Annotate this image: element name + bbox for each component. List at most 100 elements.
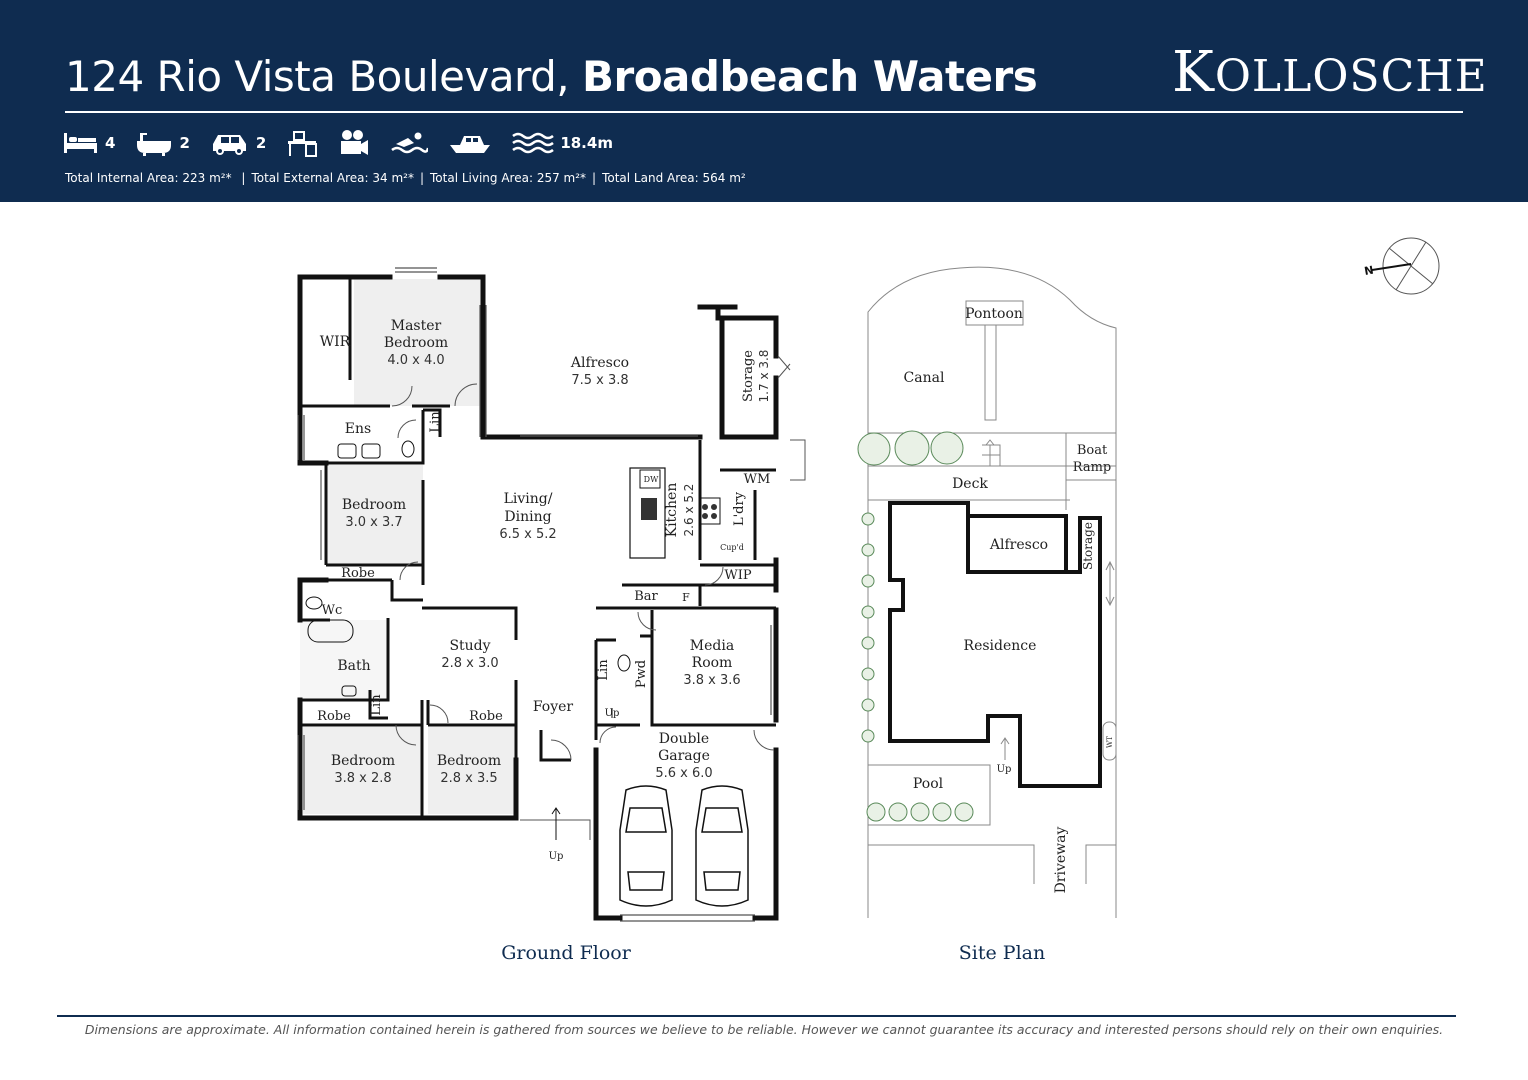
label-kitchen: Kitchen bbox=[664, 483, 680, 538]
label-up-2: Up bbox=[549, 851, 564, 862]
water-frontage: 18.4m bbox=[560, 134, 613, 152]
bed-icon bbox=[64, 133, 97, 153]
label-pool: Pool bbox=[913, 776, 944, 792]
label-boat-1: Boat bbox=[1077, 443, 1108, 458]
cars-count: 2 bbox=[255, 134, 267, 152]
label-residence: Residence bbox=[964, 638, 1037, 654]
external-area: Total External Area: 34 m²* bbox=[251, 171, 414, 185]
swimmer-icon bbox=[391, 132, 429, 154]
label-site-up: Up bbox=[997, 764, 1012, 775]
label-wm: WM bbox=[744, 472, 771, 487]
label-cupd: Cup'd bbox=[720, 543, 744, 552]
label-lin-1: Lin bbox=[428, 411, 443, 433]
bathrooms-count: 2 bbox=[179, 134, 190, 152]
label-garage-1: Double bbox=[659, 731, 709, 747]
site-plan-trees bbox=[857, 430, 974, 822]
label-master-1: Master bbox=[391, 318, 442, 334]
label-pwd: Pwd bbox=[634, 660, 649, 688]
caption-ground-floor: Ground Floor bbox=[501, 942, 632, 964]
pool-feature bbox=[390, 130, 429, 156]
label-lin-2: Lin bbox=[596, 659, 611, 681]
label-robe-3: Robe bbox=[469, 709, 503, 724]
label-bedroom-4: Bedroom bbox=[437, 753, 501, 769]
label-media-1: Media bbox=[690, 638, 734, 654]
label-storage: Storage bbox=[741, 350, 756, 402]
brand-logo: KOLLOSCHE bbox=[1172, 40, 1488, 105]
ground-floor-labels: WIR Master Bedroom 4.0 x 4.0 Alfresco 7.… bbox=[317, 318, 771, 964]
label-f: F bbox=[682, 591, 690, 604]
bedrooms-count: 4 bbox=[105, 134, 116, 152]
label-wir: WIR bbox=[320, 334, 351, 350]
dim-garage: 5.6 x 6.0 bbox=[655, 766, 712, 781]
label-wc: Wc bbox=[322, 603, 343, 618]
site-plan-buildings bbox=[888, 501, 1102, 788]
label-lin-3: Lin bbox=[369, 694, 384, 716]
label-canal: Canal bbox=[904, 370, 945, 386]
label-site-alfresco: Alfresco bbox=[989, 537, 1048, 553]
label-master-2: Bedroom bbox=[384, 335, 448, 351]
car-icon bbox=[212, 135, 246, 155]
dim-living: 6.5 x 5.2 bbox=[499, 527, 556, 542]
label-pontoon: Pontoon bbox=[965, 306, 1023, 322]
address: 124 Rio Vista Boulevard, bbox=[65, 52, 570, 101]
header-banner: 124 Rio Vista Boulevard, Broadbeach Wate… bbox=[0, 0, 1528, 202]
area-summary: Total Internal Area: 223 m²* |Total Exte… bbox=[65, 171, 746, 185]
label-wt: WT bbox=[1106, 736, 1114, 748]
property-title: 124 Rio Vista Boulevard, Broadbeach Wate… bbox=[65, 52, 1038, 101]
feature-icons: 4 2 2 18.4m bbox=[63, 126, 633, 160]
water-icon bbox=[512, 132, 555, 154]
label-ens: Ens bbox=[345, 421, 371, 437]
cinema-feature bbox=[338, 129, 370, 157]
label-bath: Bath bbox=[337, 658, 370, 674]
desk-icon bbox=[288, 131, 318, 157]
study-feature bbox=[286, 129, 318, 157]
label-ldry: L'dry bbox=[732, 491, 747, 526]
dim-bedroom-3: 3.8 x 2.8 bbox=[334, 771, 391, 786]
bathrooms-feature: 2 bbox=[135, 130, 190, 156]
label-living-2: Dining bbox=[504, 509, 551, 525]
label-dw: DW bbox=[644, 475, 659, 484]
label-wip: WIP bbox=[724, 568, 751, 583]
dim-bedroom-4: 2.8 x 3.5 bbox=[440, 771, 497, 786]
boat-feature bbox=[448, 130, 492, 156]
bedrooms-feature: 4 bbox=[63, 130, 115, 156]
site-plan-labels: Pontoon Canal Boat Ramp Deck Alfresco St… bbox=[904, 306, 1114, 964]
label-garage-2: Garage bbox=[658, 748, 710, 764]
label-study: Study bbox=[449, 638, 490, 654]
living-area: Total Living Area: 257 m²* bbox=[430, 171, 587, 185]
compass-north-label: N bbox=[1363, 264, 1374, 278]
label-bedroom-2: Bedroom bbox=[342, 497, 406, 513]
boat-icon bbox=[450, 136, 491, 153]
land-area: Total Land Area: 564 m² bbox=[602, 171, 746, 185]
label-driveway: Driveway bbox=[1053, 826, 1069, 893]
label-bar: Bar bbox=[634, 589, 658, 604]
dim-media: 3.8 x 3.6 bbox=[683, 673, 740, 688]
caption-site-plan: Site Plan bbox=[959, 942, 1045, 964]
compass-icon: N bbox=[1363, 237, 1440, 295]
label-deck: Deck bbox=[952, 476, 988, 492]
dim-alfresco: 7.5 x 3.8 bbox=[571, 373, 628, 388]
label-boat-2: Ramp bbox=[1073, 460, 1112, 475]
label-foyer: Foyer bbox=[533, 699, 574, 715]
suburb: Broadbeach Waters bbox=[581, 52, 1038, 101]
label-living-1: Living/ bbox=[504, 491, 553, 507]
dim-study: 2.8 x 3.0 bbox=[441, 656, 498, 671]
dim-bedroom-2: 3.0 x 3.7 bbox=[345, 515, 402, 530]
dim-storage: 1.7 x 3.8 bbox=[757, 350, 771, 403]
site-plan bbox=[867, 266, 1117, 918]
label-robe-2: Robe bbox=[317, 709, 351, 724]
bath-icon bbox=[137, 133, 172, 156]
disclaimer: Dimensions are approximate. All informat… bbox=[84, 1022, 1444, 1037]
label-bedroom-3: Bedroom bbox=[331, 753, 395, 769]
label-up-1: Up bbox=[605, 708, 620, 719]
waterfront-feature: 18.4m bbox=[512, 130, 613, 156]
label-media-2: Room bbox=[692, 655, 733, 671]
label-alfresco: Alfresco bbox=[570, 355, 629, 371]
dim-kitchen: 2.6 x 5.2 bbox=[682, 484, 696, 537]
footer-rule bbox=[57, 1015, 1456, 1017]
internal-area: Total Internal Area: 223 m²* bbox=[65, 171, 236, 185]
ground-floor-plan bbox=[297, 267, 806, 922]
dim-master: 4.0 x 4.0 bbox=[387, 353, 444, 368]
cinema-icon bbox=[341, 130, 369, 155]
